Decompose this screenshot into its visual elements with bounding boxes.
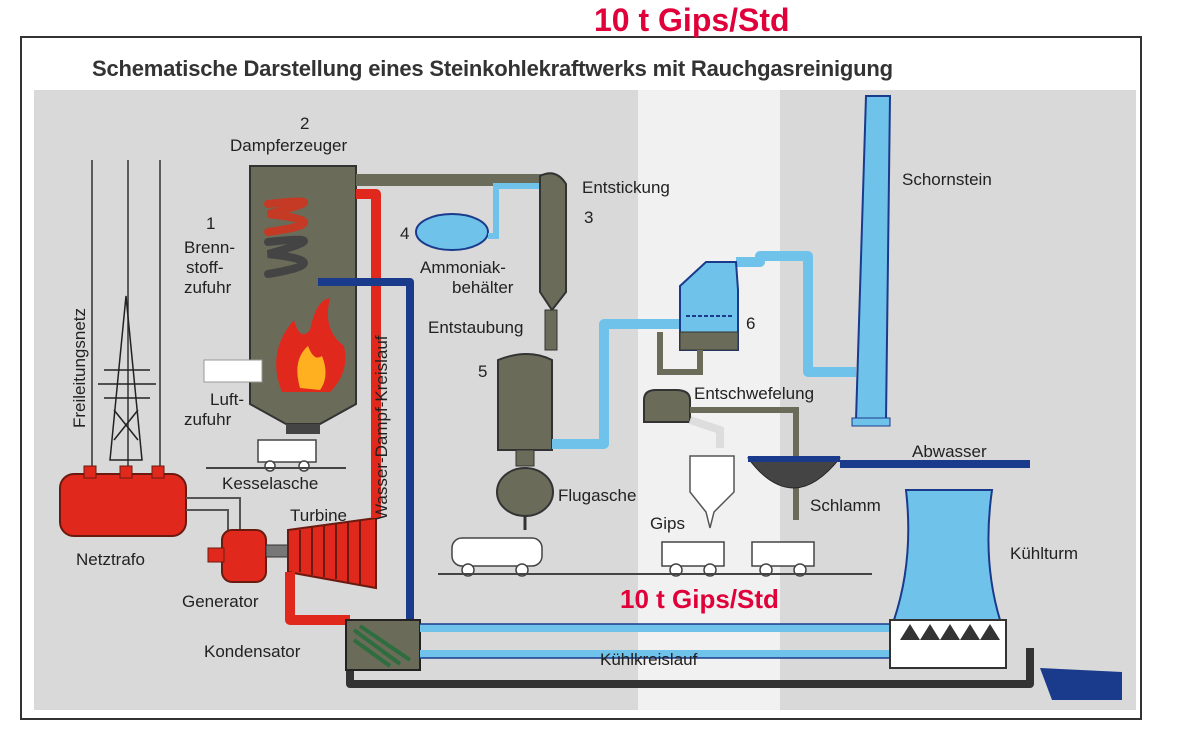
gips-rate-banner-middle: 10 t Gips/Std <box>620 584 779 614</box>
label-freileitungsnetz: Freileitungsnetz <box>70 307 89 428</box>
label-abwasser: Abwasser <box>912 442 987 461</box>
gips-silo <box>689 455 735 529</box>
truck-schlamm <box>751 541 815 577</box>
label-ammoniak-line1: Ammoniak- <box>420 258 506 277</box>
ammoniak-behaelter <box>415 183 540 251</box>
trafo-generator-cables <box>186 497 241 530</box>
label-luftzufuhr-line1: Luft- <box>210 390 245 409</box>
label-flugasche: Flugasche <box>558 486 637 505</box>
label-entschwefelung: Entschwefelung <box>694 384 815 403</box>
truck-kesselasche <box>257 439 317 472</box>
label-luftzufuhr-line2: zufuhr <box>184 410 232 429</box>
label-schornstein: Schornstein <box>902 170 992 189</box>
truck-flugasche <box>451 537 543 577</box>
generator-symbol <box>207 529 291 583</box>
kuehlturm-cooling-tower <box>889 489 1122 700</box>
label-kondensator: Kondensator <box>204 642 301 661</box>
label-schlamm: Schlamm <box>810 496 881 515</box>
turbine-symbol <box>287 516 377 590</box>
label-kuehlturm: Kühlturm <box>1010 544 1079 563</box>
label-dampferzeuger: Dampferzeuger <box>230 136 348 155</box>
netztrafo-symbol <box>59 465 187 537</box>
label-generator: Generator <box>182 592 259 611</box>
label-ammoniak-line2: behälter <box>452 278 514 297</box>
transmission-tower <box>98 295 156 461</box>
gips-rate-banner-top: 10 t Gips/Std <box>594 2 790 38</box>
label-netztrafo: Netztrafo <box>76 550 145 569</box>
label-gips: Gips <box>650 514 685 533</box>
label-brennstoff-number: 1 <box>206 214 216 233</box>
truck-gips <box>661 541 725 577</box>
label-entstaubung-number: 5 <box>478 362 488 381</box>
label-entstaubung: Entstaubung <box>428 318 524 337</box>
label-brennstoff-line3: zufuhr <box>184 278 232 297</box>
label-brennstoff-line1: Brenn- <box>184 238 236 257</box>
kondensator-symbol <box>345 619 421 671</box>
label-dampferzeuger-number: 2 <box>300 114 310 133</box>
schlamm-thickener <box>747 456 1030 489</box>
label-turbine: Turbine <box>290 506 348 525</box>
schornstein-chimney <box>851 95 892 427</box>
label-kesselasche: Kesselasche <box>222 474 319 493</box>
label-entstickung-number: 3 <box>584 208 594 227</box>
label-entschwefelung-number: 6 <box>746 314 756 333</box>
label-wasser-dampf-kreislauf: Wasser-Dampf-Kreislauf <box>372 335 391 520</box>
label-kuehlkreislauf: Kühlkreislauf <box>600 650 698 669</box>
diagram-title: Schematische Darstellung eines Steinkohl… <box>92 56 893 81</box>
power-lines <box>91 160 161 470</box>
diagram-frame <box>20 36 1142 720</box>
entstickung-column <box>539 172 567 351</box>
label-entstickung: Entstickung <box>582 178 670 197</box>
label-brennstoff-line2: stoff- <box>186 258 224 277</box>
entstaubung-filter <box>496 353 554 530</box>
label-ammoniak-number: 4 <box>400 224 410 243</box>
dampferzeuger-boiler <box>203 165 357 434</box>
